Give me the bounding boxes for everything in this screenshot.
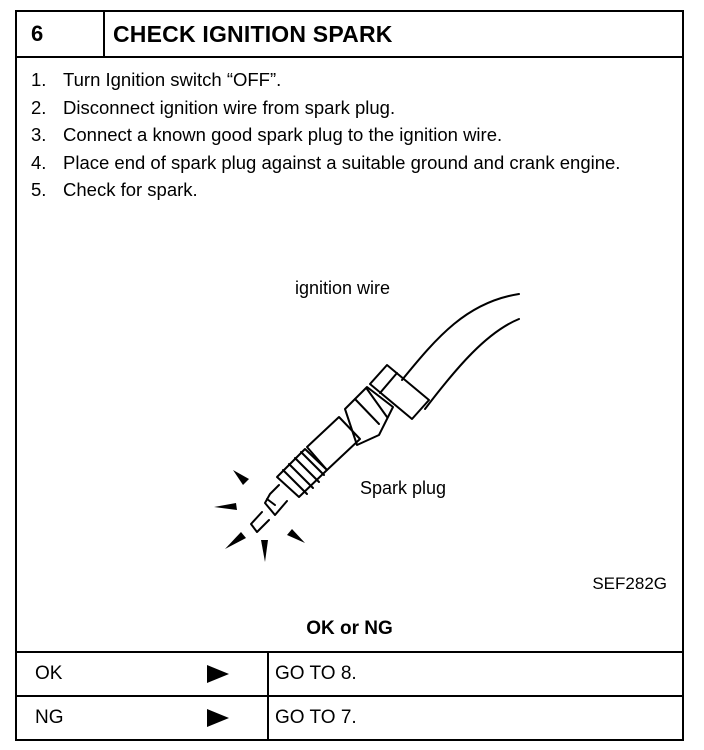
ignition-wire-label: ignition wire	[295, 278, 391, 298]
arrow-right-icon	[207, 665, 229, 683]
inspection-sheet: 6 CHECK IGNITION SPARK 1. Turn Ignition …	[15, 10, 684, 741]
instruction-text: Turn Ignition switch “OFF”.	[63, 69, 282, 90]
instruction-number: 4.	[31, 151, 47, 173]
step-number: 6	[17, 12, 105, 56]
hex-nut-icon	[344, 386, 394, 446]
step-title: CHECK IGNITION SPARK	[113, 21, 393, 47]
spark-plug-illustration	[214, 293, 520, 562]
result-condition: OK	[35, 663, 63, 684]
plug-boot-icon	[369, 364, 430, 420]
electrode-icon	[264, 484, 288, 516]
instruction-item: 4. Place end of spark plug against a sui…	[31, 149, 671, 177]
instruction-text: Disconnect ignition wire from spark plug…	[63, 96, 396, 118]
instruction-text: Connect a known good spark plug to the i…	[63, 124, 503, 145]
step-header: 6 CHECK IGNITION SPARK	[17, 12, 682, 58]
instruction-item: 1. Turn Ignition switch “OFF”.	[31, 66, 671, 94]
spark-plug-label: Spark plug	[360, 478, 447, 498]
result-title: OK or NG	[306, 618, 393, 639]
row-divider	[267, 653, 269, 695]
instruction-list: 1. Turn Ignition switch “OFF”. 2. Discon…	[31, 66, 671, 204]
instruction-number: 2.	[31, 96, 47, 118]
result-row-ok: OK GO TO 8.	[17, 651, 682, 695]
result-action: GO TO 7.	[275, 707, 357, 728]
ignition-wire-icon	[401, 293, 520, 410]
instruction-item: 2. Disconnect ignition wire from spark p…	[31, 94, 671, 122]
result-condition: NG	[35, 707, 64, 728]
row-divider	[267, 697, 269, 739]
result-row-ng: NG GO TO 7.	[17, 695, 682, 739]
arrow-right-icon	[207, 709, 229, 727]
instruction-number: 5.	[31, 179, 47, 200]
result-table: OK GO TO 8. NG GO TO 7.	[17, 651, 682, 739]
instruction-item: 3. Connect a known good spark plug to th…	[31, 121, 671, 149]
spark-marks-icon	[214, 470, 305, 562]
instruction-number: 1.	[31, 69, 47, 90]
instruction-text: Place end of spark plug against a suitab…	[63, 151, 621, 173]
plug-body-icon	[306, 416, 361, 471]
result-action: GO TO 8.	[275, 663, 357, 684]
instruction-text: Check for spark.	[63, 179, 198, 200]
instruction-number: 3.	[31, 124, 47, 145]
instruction-item: 5. Check for spark.	[31, 176, 671, 204]
figure-code: SEF282G	[592, 574, 667, 593]
